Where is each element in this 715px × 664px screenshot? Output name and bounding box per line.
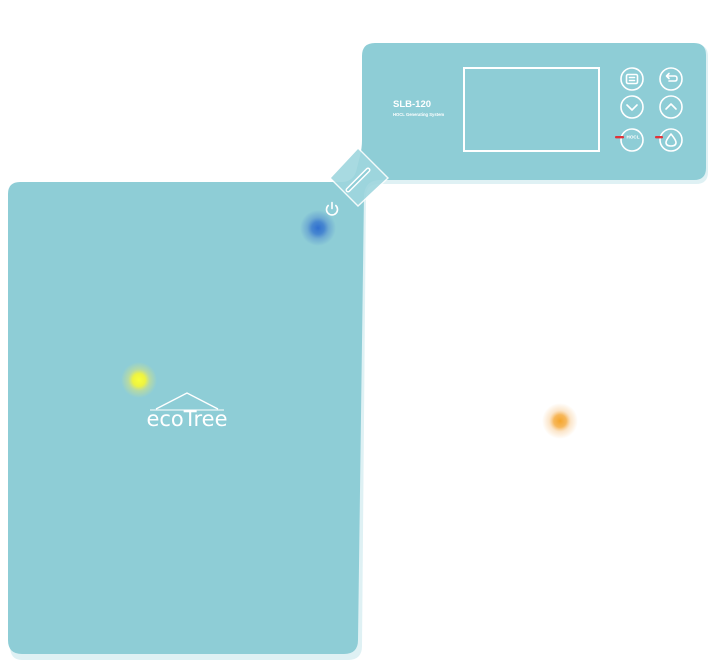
down-button[interactable] bbox=[620, 95, 644, 119]
device-body bbox=[8, 43, 706, 654]
up-button[interactable] bbox=[659, 95, 683, 119]
back-arrow-icon bbox=[665, 72, 678, 82]
hocl-label: HOCL bbox=[626, 135, 639, 140]
model-name: SLB-120 bbox=[393, 99, 431, 110]
chevron-up-icon bbox=[665, 103, 677, 110]
water-drop-icon bbox=[665, 133, 677, 147]
hocl-button[interactable]: HOCL bbox=[615, 128, 644, 152]
lcd-display bbox=[463, 67, 600, 152]
connector-slot bbox=[329, 146, 390, 207]
menu-icon bbox=[625, 73, 639, 85]
yellow-indicator-light bbox=[121, 362, 157, 398]
power-button[interactable] bbox=[325, 201, 339, 216]
brand-logo: ecoTree bbox=[146, 392, 228, 431]
menu-button[interactable] bbox=[620, 67, 644, 91]
back-button[interactable] bbox=[659, 67, 683, 91]
brand-name: ecoTree bbox=[146, 407, 227, 431]
model-subtitle: HOCL Generating System bbox=[393, 112, 444, 117]
orange-indicator-light bbox=[542, 403, 578, 439]
power-icon bbox=[325, 201, 339, 216]
water-button[interactable] bbox=[655, 128, 683, 152]
chevron-down-icon bbox=[626, 104, 638, 111]
water-status-led bbox=[655, 136, 663, 139]
hocl-status-led bbox=[615, 136, 624, 139]
blue-indicator-light bbox=[300, 210, 336, 246]
